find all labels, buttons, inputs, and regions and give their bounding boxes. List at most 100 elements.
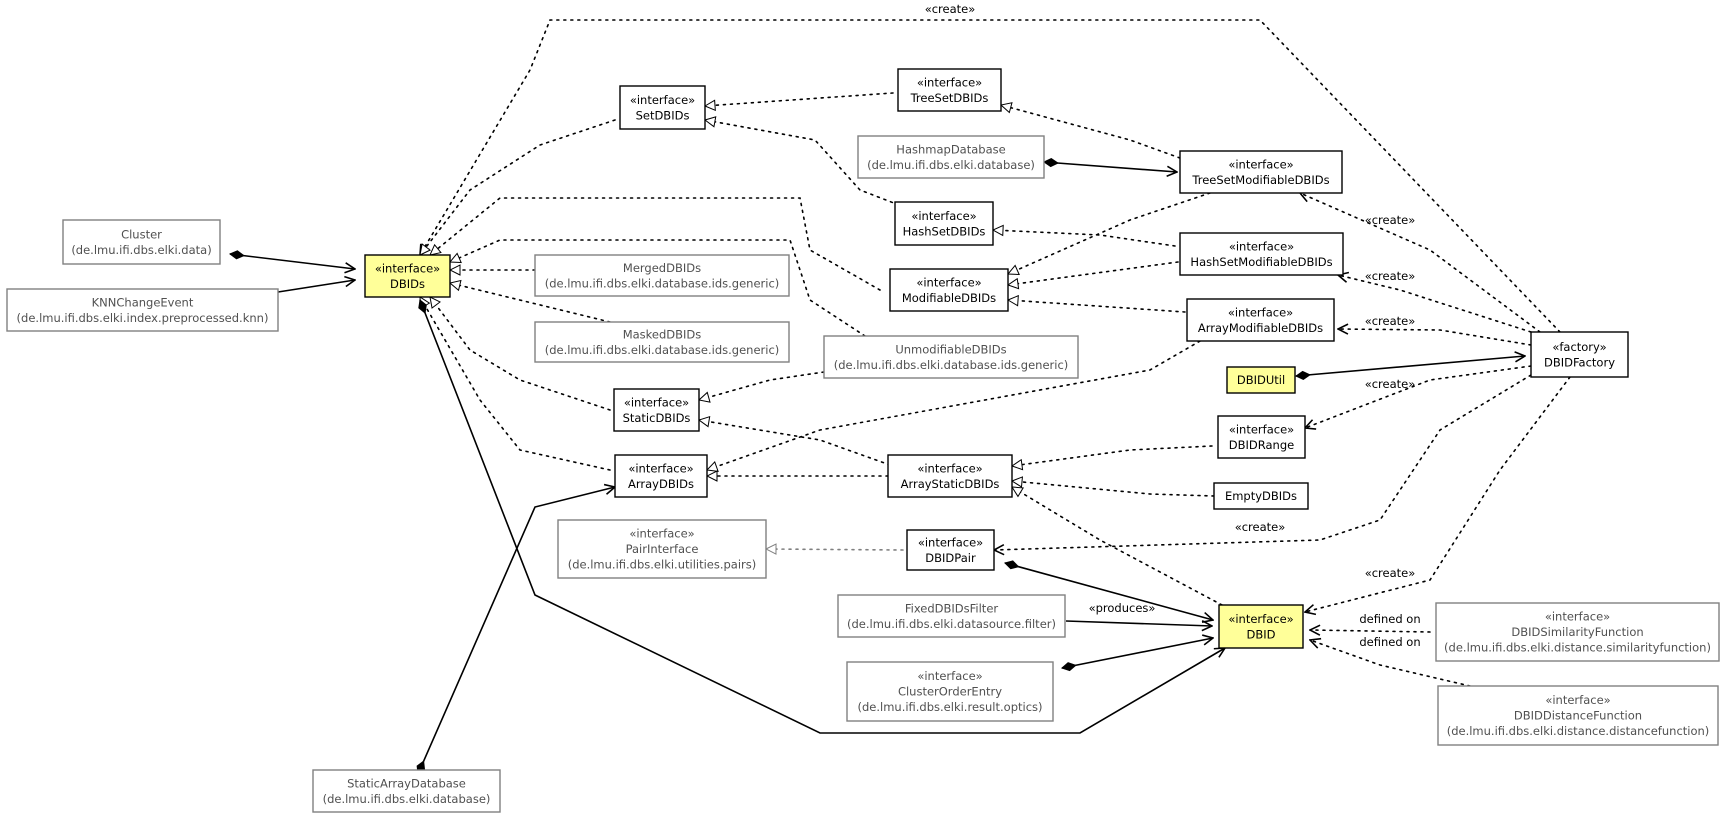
package-name: (de.lmu.ifi.dbs.elki.database.ids.generi… xyxy=(834,358,1069,372)
class-name: DBIDRange xyxy=(1229,438,1294,452)
class-node-treesetmodifiabledbids[interactable]: «interface» TreeSetModifiableDBIDs xyxy=(1179,150,1343,194)
class-node-cluster[interactable]: Cluster(de.lmu.ifi.dbs.elki.data) xyxy=(62,219,221,265)
class-node-arraystaticdbids[interactable]: «interface» ArrayStaticDBIDs xyxy=(887,454,1013,498)
stereotype-label: «interface» xyxy=(624,395,689,409)
edge-label: «create» xyxy=(1365,566,1416,580)
class-box xyxy=(1213,482,1309,510)
class-name: StaticArrayDatabase xyxy=(347,776,466,790)
stereotype-label: «interface» xyxy=(1228,157,1293,171)
class-name: DBIDPair xyxy=(925,551,976,565)
class-name: UnmodifiableDBIDs xyxy=(895,342,1006,356)
stereotype-label: «interface» xyxy=(630,93,695,107)
package-name: (de.lmu.ifi.dbs.elki.database.ids.generi… xyxy=(545,343,780,357)
class-node-dbidrange[interactable]: «interface»DBIDRange xyxy=(1217,415,1306,459)
class-node-mergeddbids[interactable]: MergedDBIDs(de.lmu.ifi.dbs.elki.database… xyxy=(534,254,790,297)
class-node-staticarraydatabase[interactable]: StaticArrayDatabase(de.lmu.ifi.dbs.elki.… xyxy=(312,769,501,813)
class-node-dbidfactory[interactable]: «factory»DBIDFactory xyxy=(1530,331,1629,378)
stereotype-label: «interface» xyxy=(917,669,982,683)
class-name: TreeSetModifiableDBIDs xyxy=(1191,173,1329,187)
class-name: KNNChangeEvent xyxy=(92,295,194,309)
class-node-staticdbids[interactable]: «interface»StaticDBIDs xyxy=(613,388,700,432)
class-name: DBIDs xyxy=(390,277,425,291)
edge-label: «create» xyxy=(925,2,976,16)
class-name: DBIDSimilarityFunction xyxy=(1511,625,1643,639)
edge-association-knnchangeevent-to-dbids xyxy=(277,280,355,293)
package-name: (de.lmu.ifi.dbs.elki.database) xyxy=(867,158,1035,172)
class-box xyxy=(1218,604,1304,649)
class-box xyxy=(889,268,1009,312)
class-node-dbidpair[interactable]: «interface»DBIDPair xyxy=(906,529,995,571)
class-node-pairinterface[interactable]: «interface»PairInterface(de.lmu.ifi.dbs.… xyxy=(557,519,767,579)
class-node-setdbids[interactable]: «interface»SetDBIDs xyxy=(619,85,706,130)
class-node-dbidsimilarityfunction[interactable]: «interface»DBIDSimilarityFunction(de.lmu… xyxy=(1435,602,1720,662)
edge-realization-dbidrange-to-arraystaticdbids xyxy=(1012,445,1213,466)
edge-dependency-dbidfactory-to-dbidrange xyxy=(1305,365,1532,428)
class-name: HashmapDatabase xyxy=(896,142,1005,156)
class-box xyxy=(614,454,708,498)
class-node-unmodifiabledbids[interactable]: UnmodifiableDBIDs (de.lmu.ifi.dbs.elki.da… xyxy=(823,335,1079,379)
class-name: MaskedDBIDs xyxy=(623,327,702,341)
class-node-dbiddistancefunction[interactable]: «interface»DBIDDistanceFunction(de.lmu.i… xyxy=(1437,685,1719,746)
stereotype-label: «interface» xyxy=(917,75,982,89)
stereotype-label: «interface» xyxy=(375,261,440,275)
class-node-arraydbids[interactable]: «interface»ArrayDBIDs xyxy=(614,454,708,498)
class-box xyxy=(894,201,994,246)
stereotype-label: «interface» xyxy=(917,461,982,475)
edge-realization-modifiabledbids-to-dbids xyxy=(430,197,881,291)
class-node-modifiabledbids[interactable]: «interface»ModifiableDBIDs xyxy=(889,268,1009,312)
class-node-treesetdbids[interactable]: «interface» TreeSetDBIDs xyxy=(897,68,1002,112)
stereotype-label: «factory» xyxy=(1552,340,1606,354)
class-box xyxy=(1179,232,1344,276)
class-box xyxy=(837,594,1066,638)
class-box xyxy=(1226,366,1296,394)
class-node-emptydbids[interactable]: EmptyDBIDs xyxy=(1213,482,1309,510)
class-node-fixeddbidsfilter[interactable]: FixedDBIDsFilter(de.lmu.ifi.dbs.elki.dat… xyxy=(837,594,1066,638)
class-name: ArrayModifiableDBIDs xyxy=(1198,321,1323,335)
class-node-dbidutil[interactable]: DBIDUtil xyxy=(1226,366,1296,394)
class-name: FixedDBIDsFilter xyxy=(905,601,999,615)
class-name: DBIDUtil xyxy=(1237,373,1285,387)
class-node-knnchangeevent[interactable]: KNNChangeEvent(de.lmu.ifi.dbs.elki.index… xyxy=(6,288,279,332)
class-node-arraymodifiabledbids[interactable]: «interface»ArrayModifiableDBIDs xyxy=(1186,298,1335,342)
class-name: TreeSetDBIDs xyxy=(910,91,989,105)
package-name: (de.lmu.ifi.dbs.elki.utilities.pairs) xyxy=(568,558,757,572)
stereotype-label: «interface» xyxy=(1545,610,1610,624)
nodes-layer: «interface»DBIDsCluster(de.lmu.ifi.dbs.e… xyxy=(6,68,1720,813)
class-node-dbid[interactable]: «interface»DBID xyxy=(1218,604,1304,649)
edge-composition-staticarraydatabase-to-arraydbids xyxy=(418,487,615,774)
class-node-hashmapdatabase[interactable]: HashmapDatabase (de.lmu.ifi.dbs.elki.data… xyxy=(857,135,1045,179)
edge-composition-clusterorderentry-to-dbid xyxy=(1062,638,1213,668)
class-name: HashSetDBIDs xyxy=(903,224,986,238)
package-name: (de.lmu.ifi.dbs.elki.distance.distancefu… xyxy=(1447,724,1710,738)
edge-composition-cluster-to-dbids xyxy=(230,254,355,269)
stereotype-label: «interface» xyxy=(1228,612,1293,626)
class-node-clusterorderentry[interactable]: «interface»ClusterOrderEntry(de.lmu.ifi.… xyxy=(846,661,1054,722)
class-box xyxy=(1186,298,1335,342)
class-name: Cluster xyxy=(121,227,162,241)
class-name: ArrayStaticDBIDs xyxy=(901,477,1000,491)
class-node-hashsetdbids[interactable]: «interface»HashSetDBIDs xyxy=(894,201,994,246)
class-node-hashsetmodifiabledbids[interactable]: «interface»HashSetModifiableDBIDs xyxy=(1179,232,1344,276)
class-name: EmptyDBIDs xyxy=(1225,489,1297,503)
stereotype-label: «interface» xyxy=(1545,693,1610,707)
class-name: ModifiableDBIDs xyxy=(902,291,996,305)
class-box xyxy=(6,288,279,332)
class-box xyxy=(857,135,1045,179)
class-name: MergedDBIDs xyxy=(623,261,701,275)
edge-label: «create» xyxy=(1235,520,1286,534)
class-box xyxy=(534,254,790,297)
edge-label: defined on xyxy=(1359,612,1420,626)
class-box xyxy=(312,769,501,813)
edge-dependency-dbidfactory-to-dbidpair xyxy=(994,374,1532,550)
class-node-dbids[interactable]: «interface» DBIDs xyxy=(364,254,451,298)
edge-composition-dbidutil-to-dbidfactory xyxy=(1296,356,1525,376)
edge-realization-treesetdbids-to-setdbids xyxy=(705,92,894,106)
edge-realization-setdbids-to-dbids xyxy=(419,119,616,255)
class-node-maskeddbids[interactable]: MaskedDBIDs (de.lmu.ifi.dbs.elki.database… xyxy=(534,321,790,363)
edge-realization-arraymodifiabledbids-to-arraydbids xyxy=(707,340,1201,470)
edge-realization-treesetmodifiabledbids-to-treesetdbids xyxy=(1001,105,1181,159)
edge-label: defined on xyxy=(1359,635,1420,649)
edge-composition-dbids-to-dbid xyxy=(420,300,1225,734)
stereotype-label: «interface» xyxy=(629,527,694,541)
